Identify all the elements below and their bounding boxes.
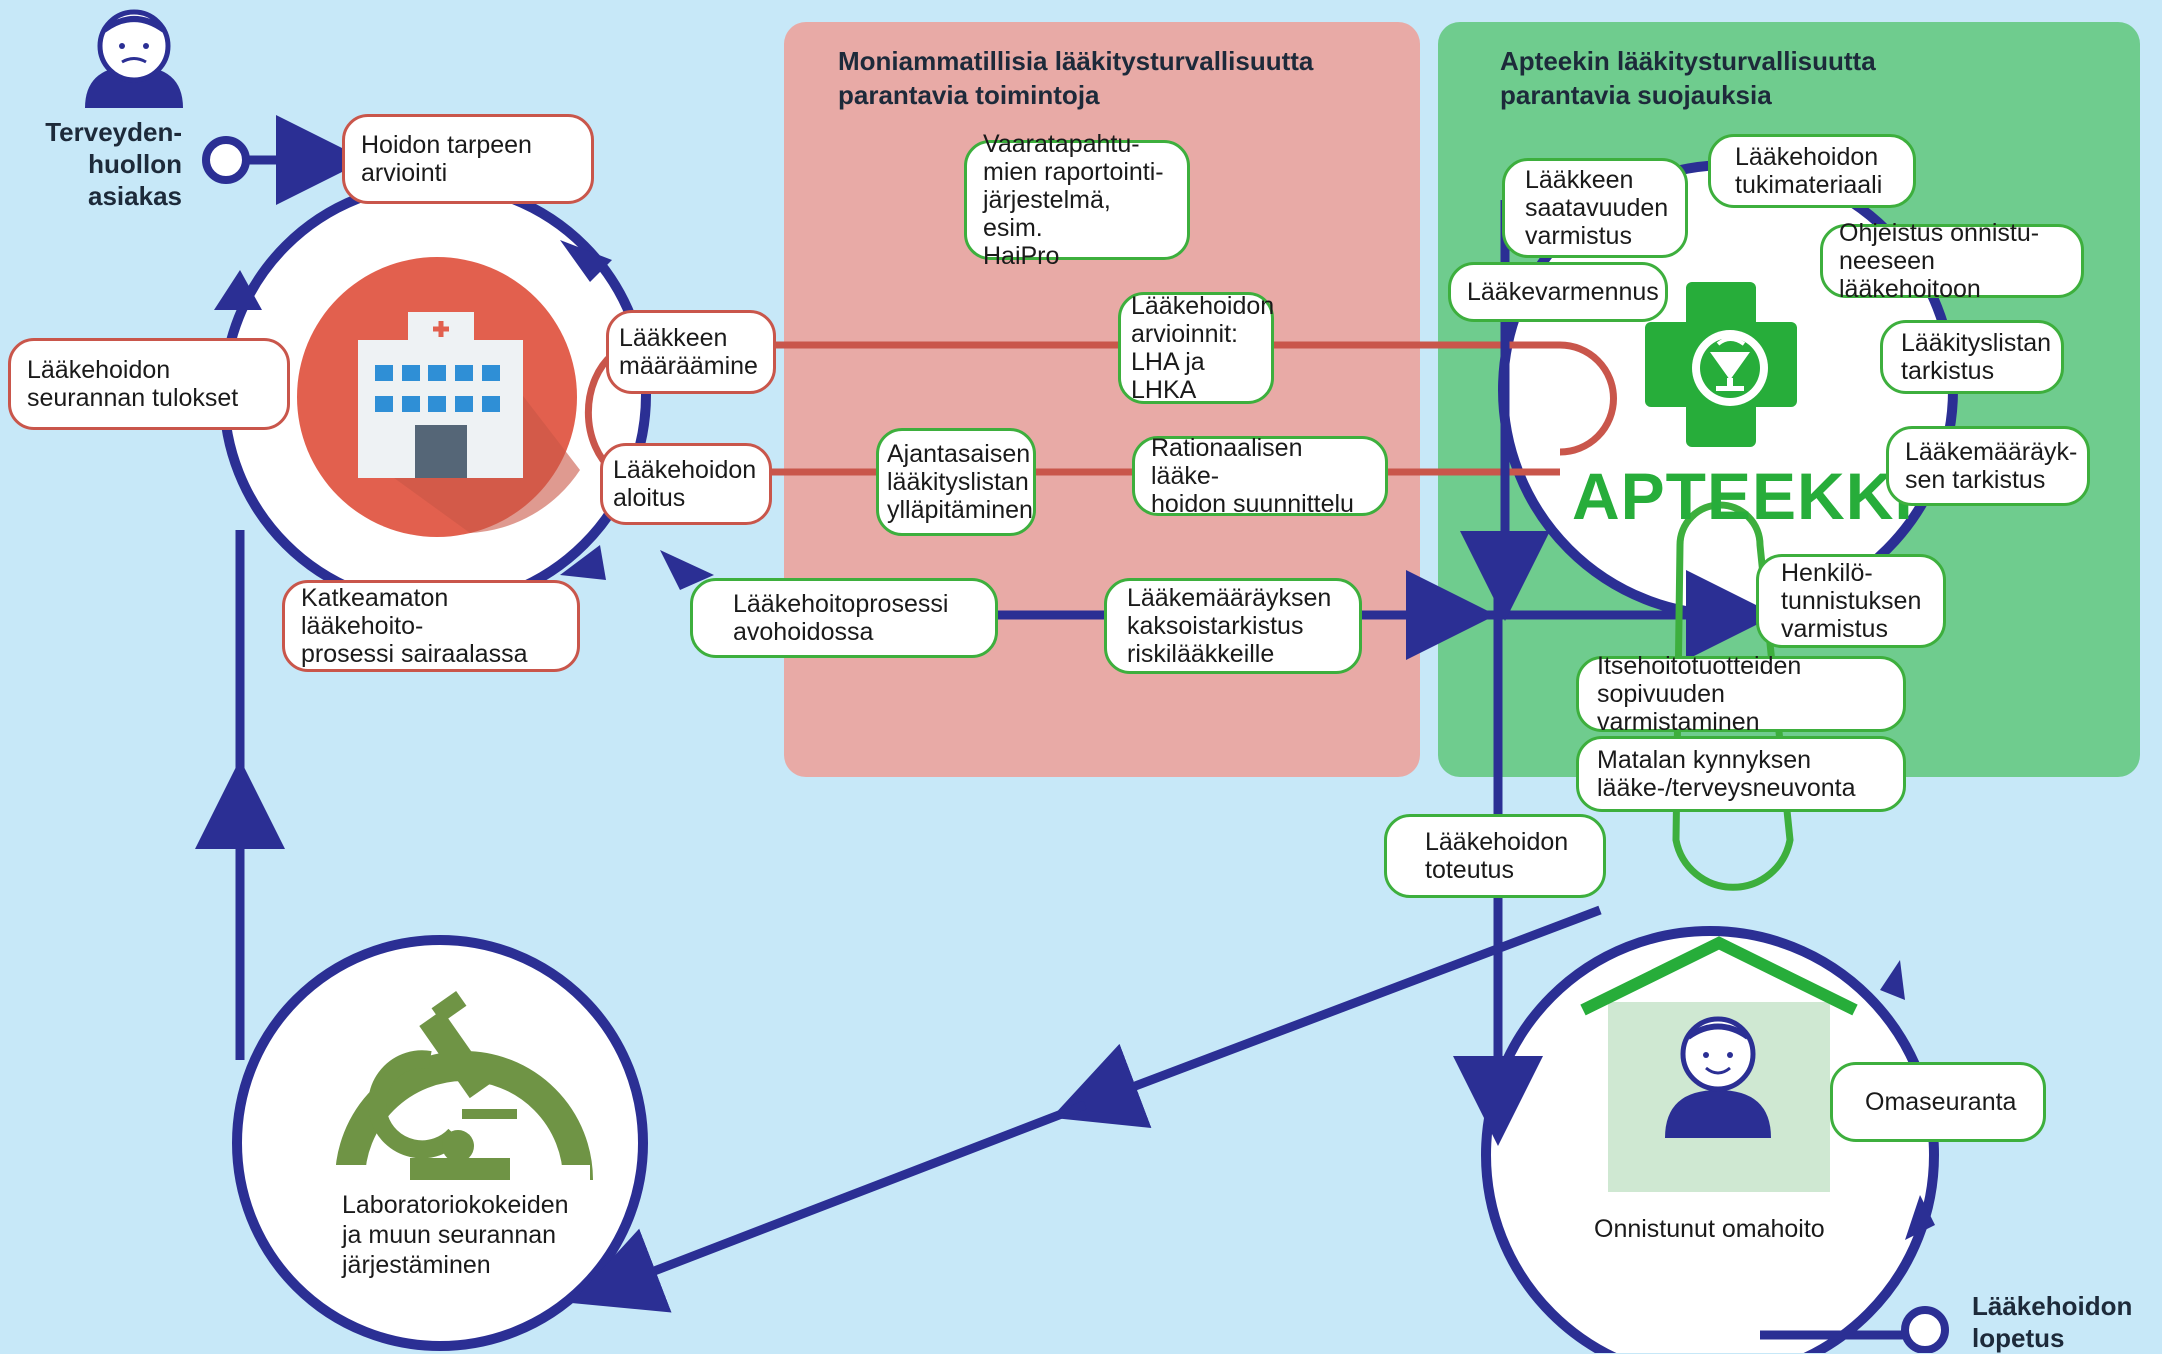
box-laakehoidon-seurannan-tulokset: Lääkehoidon seurannan tulokset (8, 338, 290, 430)
hospital-icon (297, 257, 580, 537)
box-henkilotunnistuksen: Henkilö- tunnistuksen varmistus (1756, 554, 1946, 648)
box-laakehoidon-aloitus: Lääkehoidon aloitus (600, 443, 772, 525)
hospital-arrowhead-3 (560, 545, 606, 580)
box-laakehoidon-toteutus: Lääkehoidon toteutus (1384, 814, 1606, 898)
box-rationaalisen: Rationaalisen lääke- hoidon suunnittelu (1132, 434, 1388, 518)
green-home-loop (1672, 501, 1794, 891)
start-node-icon (202, 136, 250, 184)
box-ohjeistus: Ohjeistus onnistu- neeseen lääkehoitoon (1820, 219, 2084, 303)
box-katkeamaton: Katkeamaton lääkehoito- prosessi sairaal… (282, 580, 580, 672)
box-laakehoidon-tukimateriaali: Lääkehoidon tukimateriaali (1708, 134, 1916, 208)
box-laakityslistan-tarkistus: Lääkityslistan tarkistus (1880, 320, 2064, 394)
hospital-arrowhead-1 (560, 240, 612, 282)
laboratorio-label: Laboratoriokokeiden ja muun seurannan jä… (342, 1191, 569, 1279)
box-laakehoitoprosessi: Lääkehoitoprosessi avohoidossa (690, 578, 998, 658)
box-laakehoidon-arvioinnit: Lääkehoidon arvioinnit: LHA ja LHKA (1118, 292, 1274, 404)
hospital-arrowhead-4 (660, 550, 714, 590)
onnistunut-omahoito-label: Onnistunut omahoito (1594, 1215, 1825, 1243)
end-label: Lääkehoidon lopetus (1972, 1291, 2133, 1353)
home-to-lab-arrow (1051, 905, 1602, 1128)
pharmacy-cross-icon (1645, 282, 1797, 447)
hospital-arrowhead-2 (214, 270, 262, 310)
box-laakevarmennus: Lääkevarmennus (1448, 262, 1668, 322)
end-node-icon (1901, 1306, 1949, 1353)
box-matalan-kynnyksen: Matalan kynnyksen lääke-/terveysneuvonta (1576, 736, 1906, 812)
home-arrowhead-1 (1880, 960, 1905, 1000)
box-vaaratapahtumien: Vaaratapahtu- mien raportointi- järjeste… (964, 130, 1190, 270)
box-hoidon-tarpeen-arviointi: Hoidon tarpeen arviointi (342, 114, 594, 204)
box-ajantasaisen: Ajantasaisen lääkityslistan ylläpitämine… (876, 428, 1036, 536)
box-laakkeen-maaraaminen: Lääkkeen määräämine (606, 310, 776, 394)
box-laakkeen-saatavuuden: Lääkkeen saatavuuden varmistus (1502, 158, 1688, 258)
pharmacy-panel-title: Apteekin lääkitysturvallisuutta parantav… (1500, 46, 1876, 110)
to-lab-arrow (571, 1100, 1087, 1313)
box-laakemaarayksen-tarkistus: Lääkemääräyk- sen tarkistus (1886, 426, 2090, 506)
red-loop-line (775, 341, 1617, 456)
multiprofessional-panel-title: Moniammatillisia lääkitysturvallisuutta … (838, 46, 1314, 110)
box-omaseuranta: Omaseuranta (1830, 1062, 2046, 1142)
person-worried-icon (85, 9, 183, 108)
home-arrowhead-2 (1905, 1195, 1935, 1240)
person-happy-icon (1665, 1016, 1771, 1138)
microscope-icon (330, 991, 593, 1185)
box-laakemaarayksen-kaksoistarkistus: Lääkemääräyksen kaksoistarkistus riskilä… (1104, 578, 1362, 674)
pharmacy-logo-text: APTEEKKI (1572, 459, 1914, 533)
customer-label: Terveyden- huollon asiakas (45, 117, 182, 211)
box-itsehoitotuotteiden: Itsehoitotuotteiden sopivuuden varmistam… (1576, 652, 1906, 736)
